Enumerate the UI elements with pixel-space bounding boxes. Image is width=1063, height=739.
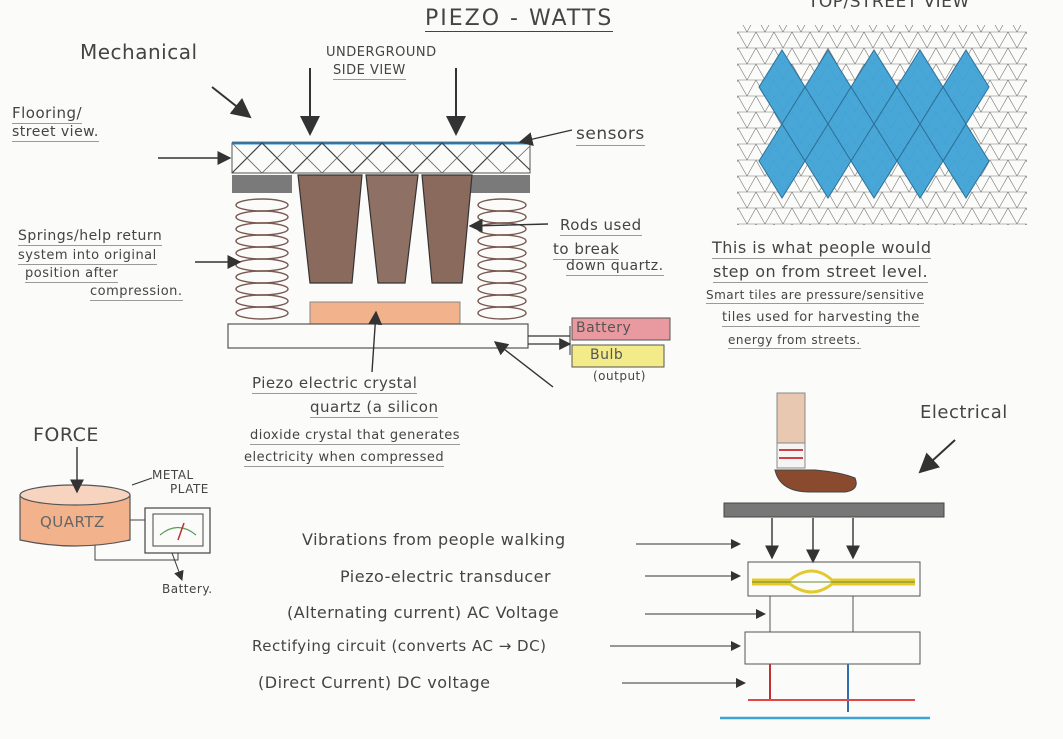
bulb-box-label: Bulb [590,347,624,363]
tiles-label-1: This is what people would [712,238,932,259]
rods-label-1: Rods used [560,216,642,236]
plate-label: PLATE [170,482,209,496]
sensors-label: sensors [576,124,645,146]
springs-label-4: compression. [90,284,183,301]
crystal-label-3: dioxide crystal that generates [250,428,461,445]
piezo-crystal [309,301,461,325]
page-title: PIEZO - WATTS [425,6,614,32]
meter-dial [159,526,197,536]
smart-tiles [758,49,990,199]
crystal-label-1: Piezo electric crystal [252,374,418,394]
rods-label-3: down quartz. [566,258,664,276]
step-dc-voltage: (Direct Current) DC voltage [258,673,491,692]
step-rectifier: Rectifying circuit (converts AC → DC) [252,637,547,655]
quartz-label: QUARTZ [40,513,105,531]
tiles-label-2: step on from street level. [713,262,929,283]
top-view-label: TOP/STREET VIEW [808,0,970,12]
electrical-diagram [610,392,956,720]
sock [776,442,806,469]
metal-label: METAL [152,468,194,482]
transducer-box [747,561,921,597]
crystal-label-4: electricity when compressed [244,450,445,467]
crystal-label-2: quartz (a silicon [310,398,439,418]
rod-2 [365,174,419,284]
tiles-label-3: Smart tiles are pressure/sensitive [706,288,925,304]
base-plate [227,323,529,349]
truss-frame [231,142,531,174]
output-label: (output) [593,369,646,383]
battery-box-label: Battery [576,320,632,336]
metal-plate [19,484,131,506]
tiles-label-4: tiles used for harvesting the [722,310,920,327]
spring-left [235,198,289,320]
springs-label-2: system into original [18,248,157,265]
mechanical-label: Mechanical [80,40,198,64]
floor-bar [723,502,945,518]
mechanical-arrow [211,86,252,119]
leg [776,392,806,444]
step-transducer: Piezo-electric transducer [340,567,552,586]
side-view-arrows [158,68,573,388]
electrical-label: Electrical [920,402,1008,423]
top-view-diagram [737,25,1027,225]
output-arrow [493,341,554,388]
side-view-diagram [227,141,671,368]
shoe [774,469,857,493]
rods-arrow [468,218,549,233]
battery-label: Battery. [162,582,213,596]
side-view-label: SIDE VIEW [333,63,406,80]
force-label: FORCE [33,424,99,446]
electrical-arrow [918,439,956,474]
sensors-arrow [518,129,573,146]
bulb-box [571,344,665,368]
rod-3 [421,174,473,284]
rod-1 [297,174,363,284]
step-ac-voltage: (Alternating current) AC Voltage [287,603,560,622]
springs-label-1: Springs/help return [18,228,163,246]
underground-label: UNDERGROUND [326,45,437,60]
rectifier-box [744,631,921,665]
rods-label-2: to break [553,240,620,260]
flooring-label: Flooring/ [12,104,83,124]
step-vibrations: Vibrations from people walking [302,530,566,549]
meter-needle [177,522,185,541]
street-view-label: street view. [12,124,99,142]
quartz-diagram [19,447,211,581]
tiles-label-5: energy from streets. [728,333,861,349]
metal-plate-pointer [131,477,153,486]
truss-zigzag [231,142,531,174]
support-bar-right [470,175,530,193]
battery-box [571,317,671,341]
support-bar-left [232,175,292,193]
springs-label-3: position after [25,266,119,283]
crystal-arrow [368,310,383,373]
spring-right [477,198,527,320]
